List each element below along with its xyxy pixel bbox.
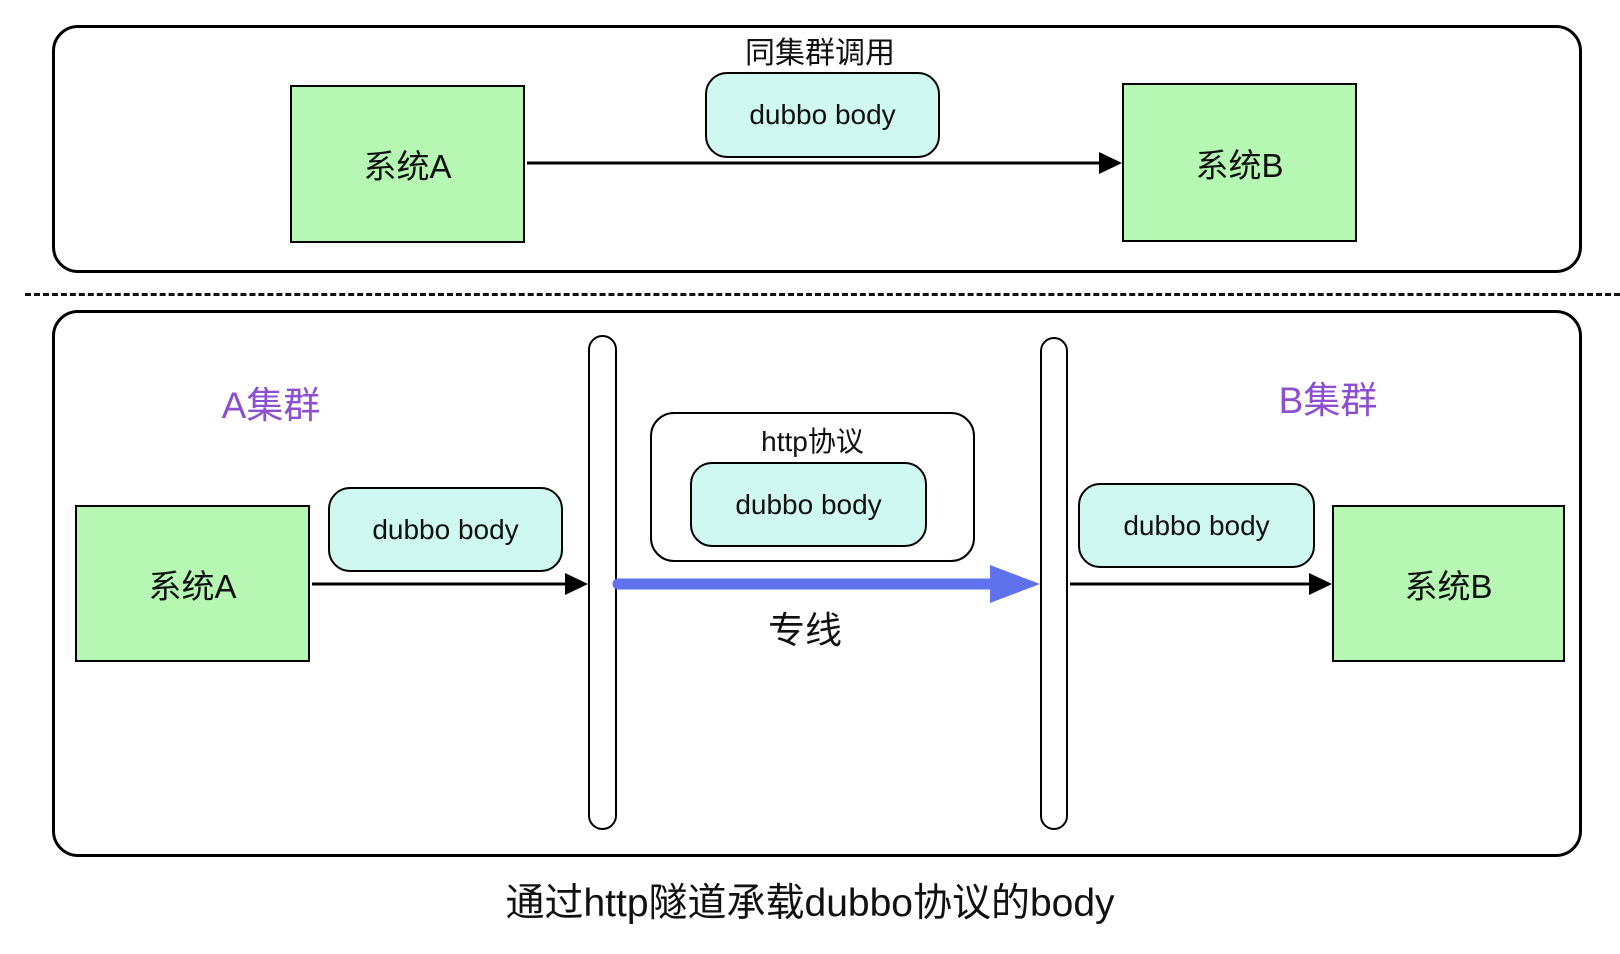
bottom-system-b-label: 系统B (1404, 567, 1493, 605)
top-system-b-box: 系统B (1122, 83, 1357, 242)
cluster-a-boundary-bar (588, 335, 617, 830)
cluster-a-label: A集群 (221, 385, 321, 426)
http-inner-dubbo-body-label: dubbo body (735, 488, 882, 520)
http-inner-dubbo-body-pill: dubbo body (690, 462, 927, 547)
bottom-system-a-box: 系统A (75, 505, 310, 662)
bottom-system-a-label: 系统A (148, 567, 237, 605)
top-system-b-label: 系统B (1195, 146, 1284, 184)
dedicated-line-label: 专线 (768, 610, 842, 651)
top-dubbo-body-label: dubbo body (749, 99, 896, 130)
bottom-system-b-box: 系统B (1332, 505, 1565, 662)
diagram-caption: 通过http隧道承载dubbo协议的body (505, 882, 1115, 925)
cluster-b-label: B集群 (1278, 380, 1378, 421)
same-cluster-title: 同集群调用 (745, 37, 895, 70)
bottom-left-dubbo-body-label: dubbo body (372, 513, 519, 545)
bottom-left-dubbo-body-pill: dubbo body (328, 487, 563, 572)
bottom-right-dubbo-body-pill: dubbo body (1078, 483, 1315, 568)
top-system-a-label: 系统A (363, 148, 452, 185)
bottom-right-dubbo-body-label: dubbo body (1123, 509, 1270, 541)
section-divider-dashed-line (25, 293, 1620, 296)
top-system-a-box: 系统A (290, 85, 525, 243)
cluster-b-boundary-bar (1040, 337, 1068, 830)
http-protocol-title: http协议 (761, 426, 864, 457)
top-dubbo-body-pill: dubbo body (705, 72, 940, 158)
